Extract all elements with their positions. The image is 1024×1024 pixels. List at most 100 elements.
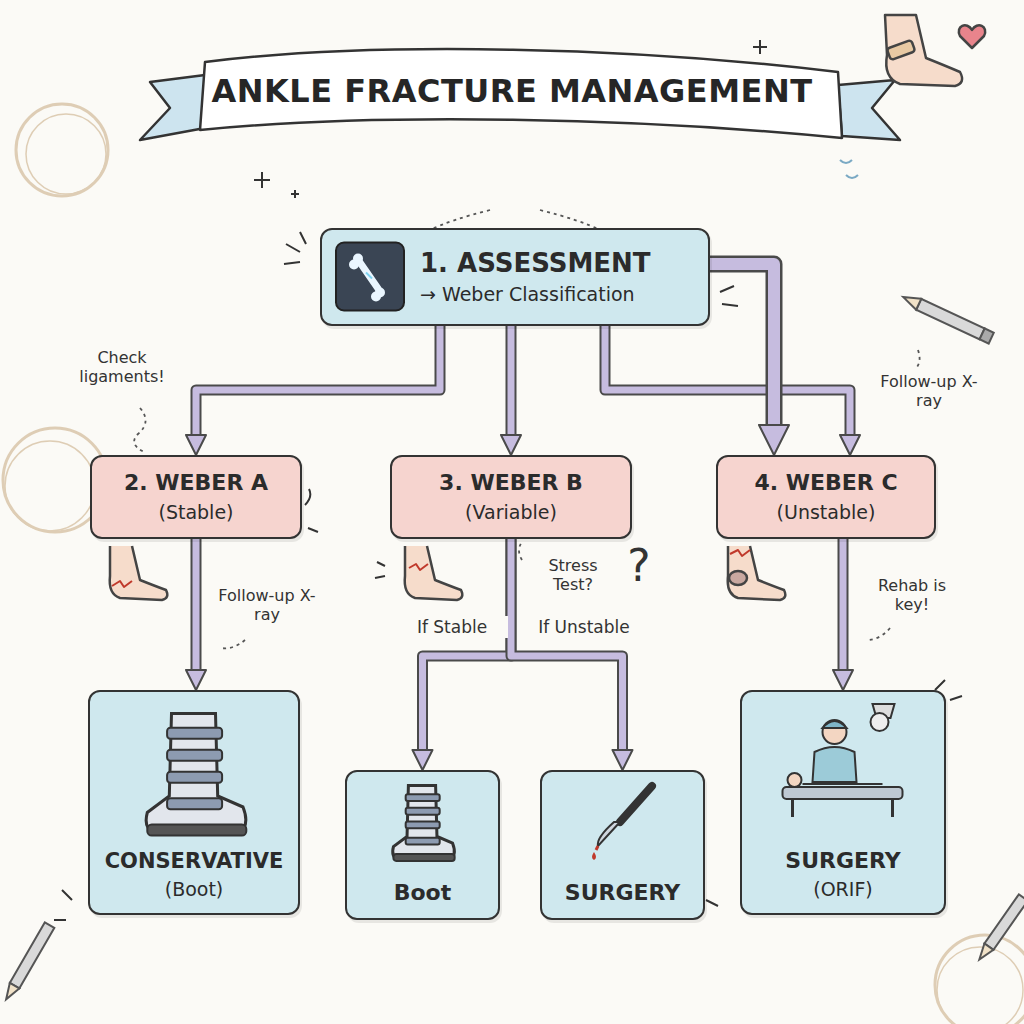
classification-box: 2. WEBER A (Stable) (90, 455, 302, 539)
box-illustration (592, 852, 596, 860)
flow-arrow (511, 326, 512, 439)
walking-boot-icon (167, 750, 222, 761)
box-heading: 4. WEBER C (726, 470, 926, 496)
flow-arrow-outline (191, 539, 202, 674)
classification-box: 3. WEBER B(Variable) (390, 455, 632, 539)
pencil (975, 894, 1024, 963)
sparkle (840, 160, 858, 178)
sparkle (291, 190, 299, 198)
box-text: 3. WEBER B(Variable) (400, 470, 622, 523)
bandaged-foot-icon (885, 15, 962, 86)
box-text: 2. WEBER A (Stable) (100, 470, 292, 523)
box-heading: 2. WEBER A (100, 470, 292, 496)
bandaged-foot-icon (885, 15, 985, 86)
weber-foot-icon (729, 571, 747, 585)
box-illustration (360, 263, 378, 289)
flow-arrow-outline (710, 264, 774, 433)
coffee-ring (3, 104, 1024, 1024)
pencil (10, 922, 55, 988)
note-label: Check ligaments! (58, 348, 186, 386)
pencil (980, 328, 994, 343)
treatment-box: SURGERY (540, 770, 705, 920)
weber-foot-icon (728, 546, 786, 600)
leader-line (916, 350, 920, 368)
flow-arrow-outline (506, 326, 517, 439)
flow-arrow (511, 539, 623, 754)
pencil (2, 292, 1024, 1003)
flow-arrow-outline (838, 539, 849, 674)
flow-arrow (605, 326, 850, 439)
flow-arrow (710, 264, 774, 433)
walking-boot-icon (393, 785, 455, 860)
note-label: Follow-up X-ray (872, 372, 986, 410)
coffee-ring (5, 441, 95, 531)
weber-foot-icon (110, 546, 168, 600)
box-illustration (803, 783, 883, 785)
box-illustration (783, 787, 903, 799)
branch-label: If Unstable (520, 616, 648, 638)
box-text: SURGERY (548, 880, 697, 906)
note-label: Rehab is key! (860, 576, 964, 614)
flow-arrow-outline (511, 539, 623, 754)
diagram-title: ANKLE FRACTURE MANAGEMENT (200, 72, 824, 110)
sketch-mark (54, 890, 72, 920)
box-illustration (336, 243, 404, 311)
weber-foot-icon (110, 546, 168, 600)
pencil (984, 894, 1024, 949)
weber-foot-icon (405, 546, 463, 600)
pencil (975, 944, 993, 963)
walking-boot-icon (406, 821, 440, 828)
box-subtitle: → Weber Classification (420, 283, 694, 306)
sparkle (753, 40, 767, 54)
leader-line (134, 210, 919, 648)
walking-boot-icon (146, 714, 246, 836)
box-heading: SURGERY (748, 848, 938, 874)
note-label: Stress Test? (526, 556, 620, 594)
walking-boot-icon (406, 808, 440, 815)
box-illustration (823, 721, 847, 728)
leader-line (866, 628, 890, 640)
bandaged-foot-icon (887, 40, 916, 60)
pencil (901, 292, 921, 310)
walking-boot-icon (147, 825, 246, 836)
box-subtitle: (Boot) (96, 878, 292, 901)
weber-foot-icon (730, 550, 750, 556)
weber-foot-icon (409, 564, 428, 570)
bandaged-foot-icon (959, 25, 985, 48)
box-heading: Boot (353, 880, 492, 906)
box-illustration (146, 714, 246, 836)
box-subtitle: (Variable) (400, 501, 622, 524)
box-illustration (823, 720, 847, 744)
walking-boot-icon (406, 838, 440, 845)
flow-arrow-line (508, 326, 515, 439)
leader-line (519, 542, 522, 560)
flow-arrow-line (193, 539, 200, 674)
flow-arrow (423, 539, 512, 754)
pencil (2, 983, 20, 1002)
box-illustration (596, 846, 598, 850)
sketch-mark (54, 489, 962, 920)
flow-arrow-outline (196, 326, 440, 439)
box-illustration (793, 799, 893, 817)
weber-foot-icon (112, 581, 132, 587)
box-text: 1. ASSESSMENT → Weber Classification (420, 248, 694, 306)
title-ribbon (200, 49, 842, 138)
coffee-ring (16, 104, 108, 196)
box-illustration (598, 822, 620, 846)
flow-arrow-line (511, 539, 623, 754)
walking-boot-icon (393, 785, 455, 859)
box-illustration (813, 747, 857, 782)
sketch-mark (706, 900, 718, 906)
box-subtitle: (Stable) (100, 501, 292, 524)
flow-arrow-line (196, 326, 440, 439)
pencil (916, 299, 985, 339)
weber-foot-icon (375, 562, 385, 578)
box-illustration (783, 704, 903, 817)
treatment-box: Boot (345, 770, 500, 920)
coffee-ring (935, 935, 1024, 1024)
walking-boot-icon (393, 854, 454, 861)
box-heading: 1. ASSESSMENT (420, 248, 694, 279)
flow-arrow-line (605, 326, 850, 439)
title-ribbon (140, 75, 205, 140)
box-heading: SURGERY (548, 880, 697, 906)
